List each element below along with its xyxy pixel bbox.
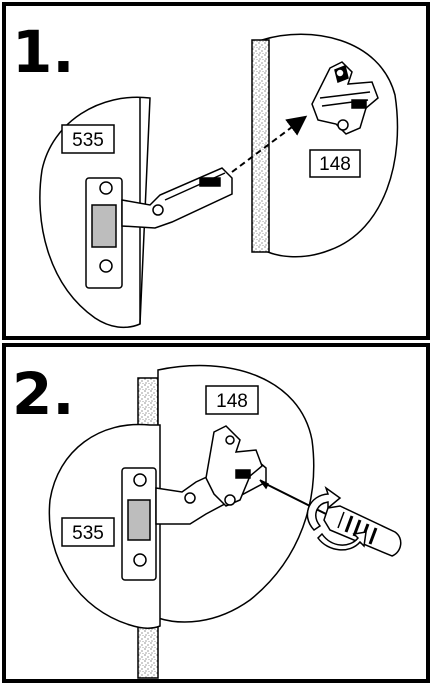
hinge-label-box <box>61 517 115 547</box>
hinge-535 <box>85 167 233 289</box>
panel-step-2: 2. 148 535 <box>2 343 430 683</box>
panel-step-1: 1. 148 5 <box>2 2 430 340</box>
plate-label: 148 <box>319 154 351 175</box>
hinge-label: 535 <box>72 523 104 544</box>
hinge-label: 535 <box>72 130 104 151</box>
mounting-plate-148 <box>311 61 379 135</box>
step-number: 2. <box>12 360 74 428</box>
rotation-arrow-icon <box>306 486 367 551</box>
plate-label-box <box>205 385 259 415</box>
hinge-label-box <box>61 124 115 154</box>
plate-label-box <box>309 149 361 178</box>
mounting-plate-148 <box>205 425 263 507</box>
arrow-icon <box>231 115 308 173</box>
plate-label: 148 <box>216 391 248 412</box>
step-number: 1. <box>12 18 74 86</box>
cabinet-wood-edge <box>251 39 270 253</box>
